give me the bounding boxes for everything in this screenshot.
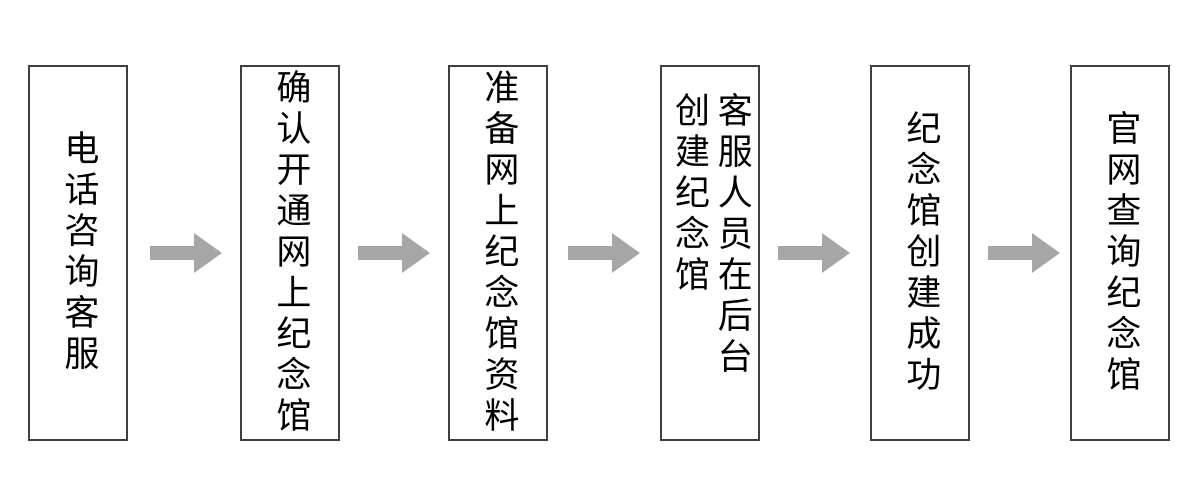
process-node-4[interactable]: 客服人员在后台创建纪念馆 bbox=[660, 65, 760, 441]
process-node-5-label: 纪念馆创建成功 bbox=[900, 109, 941, 397]
process-node-6[interactable]: 官网查询纪念馆 bbox=[1070, 65, 1170, 441]
process-node-5[interactable]: 纪念馆创建成功 bbox=[870, 65, 970, 441]
process-node-1-label: 电话咨询客服 bbox=[58, 130, 99, 376]
process-node-3[interactable]: 准备网上纪念馆资料 bbox=[448, 65, 548, 441]
process-node-3-label: 准备网上纪念馆资料 bbox=[478, 68, 519, 438]
process-node-2[interactable]: 确认开通网上纪念馆 bbox=[240, 65, 340, 441]
flow-arrow-2 bbox=[358, 228, 430, 278]
flow-arrow-4 bbox=[778, 228, 850, 278]
process-node-1[interactable]: 电话咨询客服 bbox=[28, 65, 128, 441]
flow-arrow-5 bbox=[988, 228, 1060, 278]
flow-arrow-1 bbox=[150, 228, 222, 278]
flow-arrow-3 bbox=[568, 228, 640, 278]
process-node-4-label: 客服人员在后台创建纪念馆 bbox=[669, 92, 752, 379]
process-node-6-label: 官网查询纪念馆 bbox=[1100, 109, 1141, 397]
process-node-2-label: 确认开通网上纪念馆 bbox=[270, 68, 311, 438]
